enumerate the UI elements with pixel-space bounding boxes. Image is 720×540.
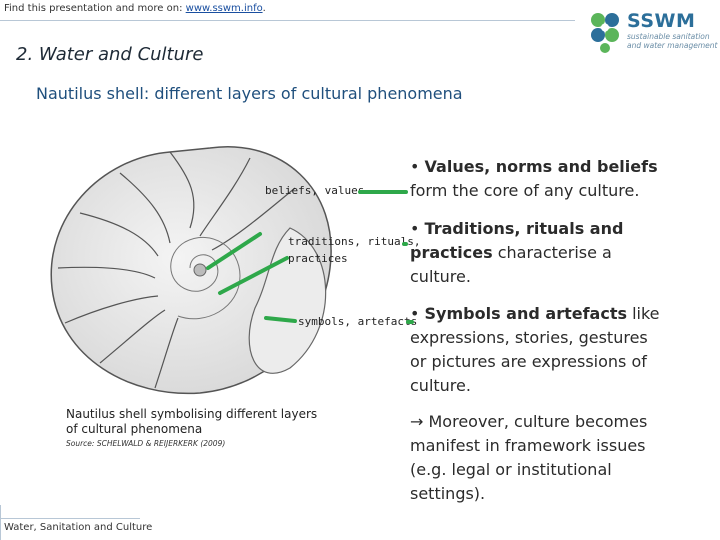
bullet-symbols: • Symbols and artefacts like expressions… bbox=[410, 302, 660, 398]
image-caption: Nautilus shell symbolising different lay… bbox=[66, 407, 317, 437]
caption-line1: Nautilus shell symbolising different lay… bbox=[66, 407, 318, 421]
bullet-symbols-line1: • Symbols and artefacts like bbox=[410, 304, 660, 323]
moreover-line4: settings). bbox=[410, 484, 486, 503]
sswm-logo-icon bbox=[591, 13, 619, 53]
bullet-values-line2: form the core of any culture. bbox=[410, 181, 640, 200]
label-symbols-artefacts: symbols, artefacts bbox=[298, 315, 418, 328]
moreover-line2: manifest in framework issues bbox=[410, 436, 646, 455]
moreover-line1: → Moreover, culture becomes bbox=[410, 410, 647, 434]
footer-text: Water, Sanitation and Culture bbox=[4, 522, 153, 533]
moreover-note: → Moreover, culture becomes manifest in … bbox=[410, 410, 647, 506]
pointer-lines bbox=[206, 232, 297, 323]
bullet-traditions-bold2: practices bbox=[410, 243, 493, 262]
bullet-traditions-bold1: Traditions, rituals and bbox=[424, 219, 624, 238]
bullet-values-line1: • Values, norms and beliefs bbox=[410, 157, 658, 176]
bullet-values: • Values, norms and beliefs form the cor… bbox=[410, 155, 658, 203]
bullet-traditions-line3: culture. bbox=[410, 267, 471, 286]
shell-aperture bbox=[248, 227, 327, 374]
bullet-traditions-line1: • Traditions, rituals and bbox=[410, 219, 624, 238]
logo-sub-2: and water management bbox=[627, 41, 718, 50]
moreover-text1: Moreover, culture becomes bbox=[428, 412, 648, 431]
nautilus-shell-image bbox=[50, 146, 332, 395]
bullet-symbols-line4: culture. bbox=[410, 376, 471, 395]
bullet-symbols-line3: or pictures are expressions of bbox=[410, 352, 647, 371]
image-source: Source: SCHELWALD & REIJERKERK (2009) bbox=[66, 439, 226, 448]
shell-chambers bbox=[57, 151, 296, 389]
caption-line2: of cultural phenomena bbox=[66, 422, 203, 436]
header-source-line: Find this presentation and more on: www.… bbox=[4, 3, 266, 14]
sswm-link[interactable]: www.sswm.info bbox=[185, 3, 263, 14]
label-traditions-line1: traditions, rituals, bbox=[288, 235, 421, 248]
header-divider bbox=[0, 20, 575, 21]
bullet-traditions: • Traditions, rituals and practices char… bbox=[410, 217, 623, 289]
bullet-symbols-bold: Symbols and artefacts bbox=[424, 304, 627, 323]
section-title: 2. Water and Culture bbox=[16, 44, 204, 65]
logo-name: SSWM bbox=[627, 10, 696, 32]
label-traditions-line2: practices bbox=[288, 252, 348, 265]
bullet-traditions-rest1: characterise a bbox=[492, 243, 612, 262]
bullet-symbols-rest1: like bbox=[627, 304, 660, 323]
slide-subtitle: Nautilus shell: different layers of cult… bbox=[36, 84, 463, 103]
moreover-line3: (e.g. legal or institutional bbox=[410, 460, 612, 479]
bullet-values-bold: Values, norms and beliefs bbox=[424, 157, 658, 176]
shell-core bbox=[193, 263, 207, 277]
logo-sub-1: sustainable sanitation bbox=[627, 32, 710, 41]
bullet-traditions-line2: practices characterise a bbox=[410, 241, 623, 265]
header-suffix: . bbox=[262, 3, 266, 14]
footer-divider bbox=[0, 518, 140, 519]
arrow-right-icon: → bbox=[410, 412, 424, 431]
header-prefix: Find this presentation and more on: bbox=[4, 3, 186, 14]
bullet-symbols-line2: expressions, stories, gestures bbox=[410, 328, 648, 347]
logo-wordmark: SSWM sustainable sanitation and water ma… bbox=[627, 10, 718, 50]
label-beliefs-values: beliefs, values bbox=[265, 184, 365, 197]
footer-vertical-divider bbox=[0, 505, 1, 540]
